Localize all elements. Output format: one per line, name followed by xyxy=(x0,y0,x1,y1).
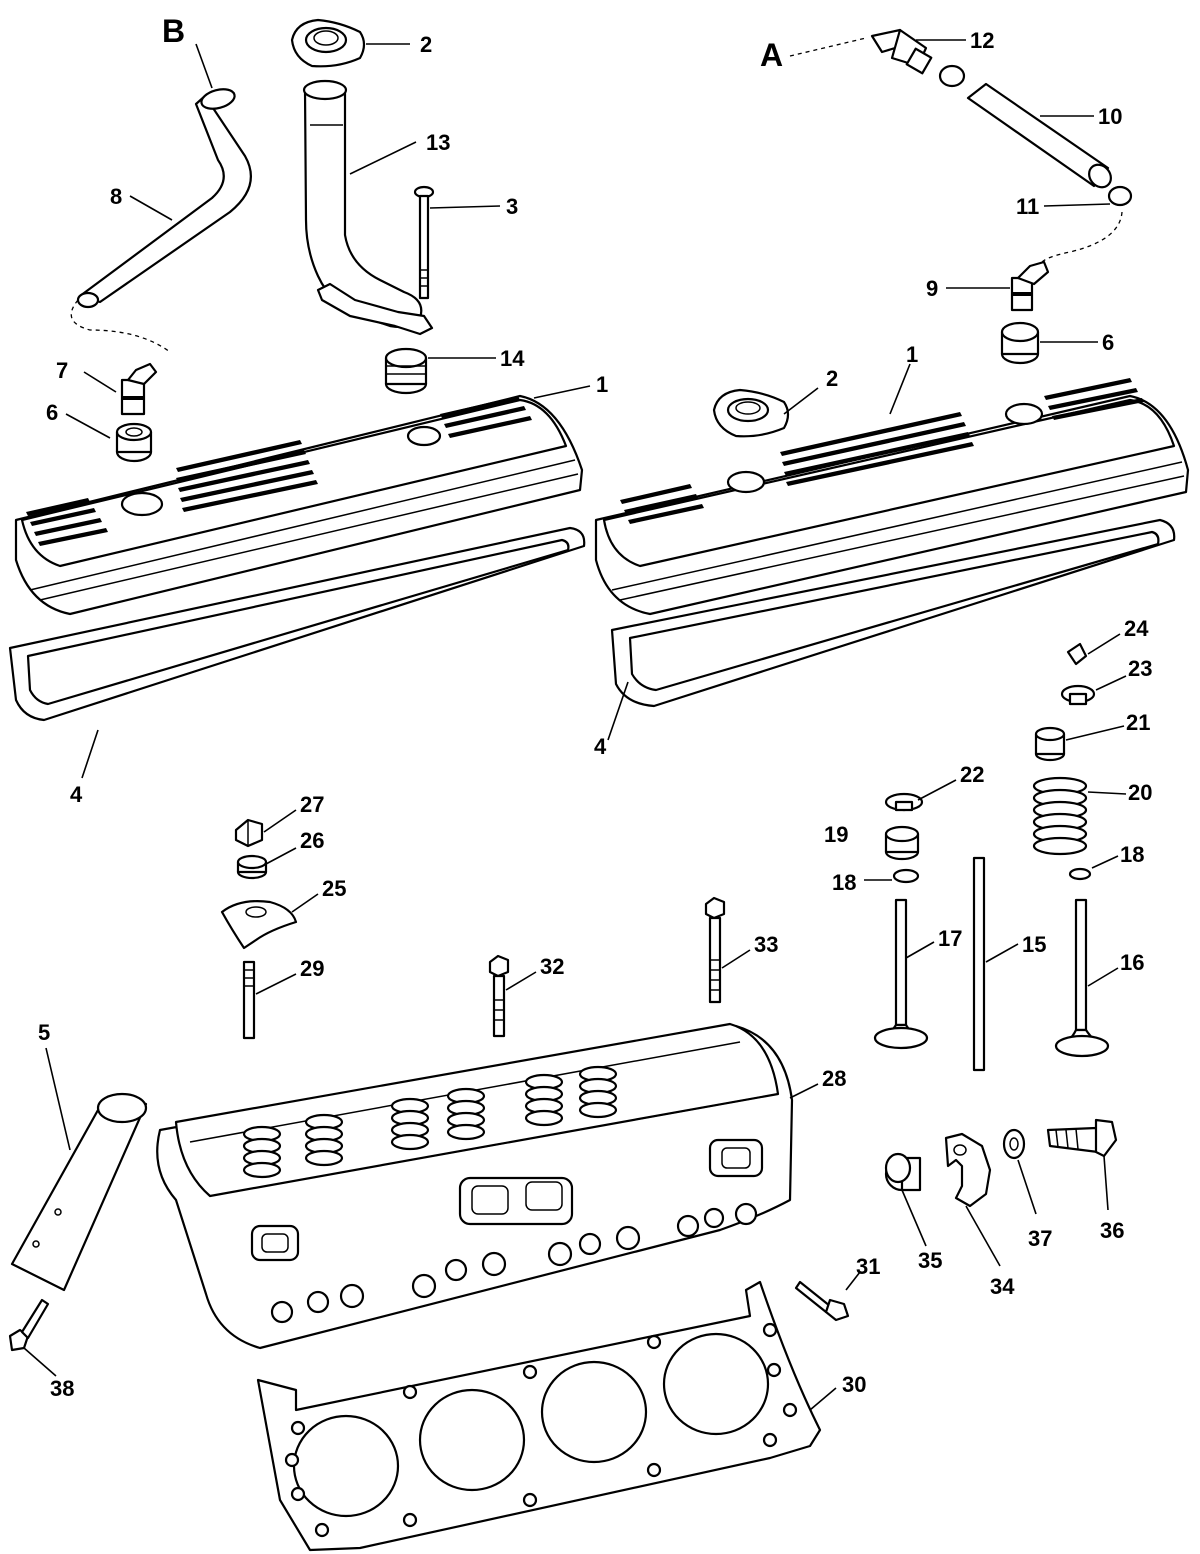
callout-11: 11 xyxy=(1016,194,1039,219)
tube-5 xyxy=(10,1092,148,1292)
callout-30: 30 xyxy=(842,1372,866,1397)
callout-6-left: 6 xyxy=(46,400,58,425)
callout-18-left: 18 xyxy=(832,870,856,895)
callout-labels: B A 2 13 8 3 14 7 6 1 4 12 10 11 9 6 2 1… xyxy=(38,13,1152,1401)
callout-2-right: 2 xyxy=(826,366,838,391)
callout-2-top: 2 xyxy=(420,32,432,57)
bolt-36 xyxy=(1046,1118,1118,1158)
callout-1-right: 1 xyxy=(906,342,918,367)
bolt-3 xyxy=(413,185,435,300)
grommet-6-left xyxy=(115,422,153,463)
rocker-ball-26 xyxy=(236,854,268,880)
valve-springs-installed xyxy=(242,1065,618,1179)
hose-routing-dashed-line-right xyxy=(1039,211,1123,267)
clamp-bracket-34 xyxy=(944,1132,992,1208)
rocker-nut-27 xyxy=(234,818,264,848)
head-gasket-30 xyxy=(256,1280,822,1552)
callout-15: 15 xyxy=(1022,932,1046,957)
view-label-a: A xyxy=(760,37,783,73)
pushrod-15 xyxy=(972,856,986,1072)
callout-21: 21 xyxy=(1126,710,1150,735)
valve-rotator-cap-23 xyxy=(1060,684,1096,706)
valve-rotator-cap-22 xyxy=(884,792,924,812)
callout-27: 27 xyxy=(300,792,324,817)
shim-18-right xyxy=(1068,867,1092,881)
valve-lock-24 xyxy=(1066,642,1088,666)
callout-14: 14 xyxy=(500,346,525,371)
callout-31: 31 xyxy=(856,1254,880,1279)
callout-37: 37 xyxy=(1028,1226,1052,1251)
bolt-31 xyxy=(794,1280,850,1322)
callout-6-right: 6 xyxy=(1102,330,1114,355)
valve-cover-gasket-4-left xyxy=(8,526,586,722)
callout-23: 23 xyxy=(1128,656,1152,681)
washer-37 xyxy=(1002,1128,1026,1160)
callout-4-right: 4 xyxy=(594,734,607,759)
spacer-35 xyxy=(884,1152,922,1192)
valve-cover-1-right xyxy=(594,378,1190,616)
hose-clamp-11-upper xyxy=(938,64,966,88)
callout-4-left: 4 xyxy=(70,782,83,807)
pcv-hose-10 xyxy=(966,82,1112,189)
valve-spring-20 xyxy=(1032,776,1088,856)
head-bolt-bosses xyxy=(270,1202,758,1324)
grommet-6-right xyxy=(1000,321,1040,365)
oil-fill-tube-13 xyxy=(302,79,434,336)
cover-cooling-ribs-left xyxy=(26,396,532,546)
hose-clamp-11 xyxy=(1107,185,1133,207)
grommet-14 xyxy=(384,347,428,395)
valve-cover-1-left xyxy=(14,394,584,616)
callout-34: 34 xyxy=(990,1274,1015,1299)
callout-36: 36 xyxy=(1100,1218,1124,1243)
callout-29: 29 xyxy=(300,956,324,981)
shim-18-left xyxy=(892,868,920,884)
callout-33: 33 xyxy=(754,932,778,957)
callout-13: 13 xyxy=(426,130,450,155)
bolt-38 xyxy=(8,1298,50,1352)
callout-35: 35 xyxy=(918,1248,942,1273)
callout-38: 38 xyxy=(50,1376,74,1401)
view-label-b: B xyxy=(162,13,185,49)
hose-routing-dashed-line-left xyxy=(70,299,171,353)
hose-nipple-12 xyxy=(870,28,933,75)
valve-seal-19 xyxy=(884,825,920,861)
callout-22: 22 xyxy=(960,762,984,787)
valve-cover-gasket-4-right xyxy=(610,518,1176,708)
callout-5: 5 xyxy=(38,1020,50,1045)
valve-seal-21 xyxy=(1034,726,1066,762)
callout-20: 20 xyxy=(1128,780,1152,805)
cover-cooling-ribs-right xyxy=(620,378,1144,524)
callout-18-right: 18 xyxy=(1120,842,1144,867)
leader-lines xyxy=(23,37,1127,1411)
callout-32: 32 xyxy=(540,954,564,979)
rocker-arm-25 xyxy=(220,900,298,950)
callout-7: 7 xyxy=(56,358,68,383)
callout-10: 10 xyxy=(1098,104,1122,129)
pcv-fitting-9 xyxy=(1010,260,1050,312)
callout-26: 26 xyxy=(300,828,324,853)
oil-fill-cap-2 xyxy=(290,18,366,68)
callout-24: 24 xyxy=(1124,616,1149,641)
oil-fill-cap-2-right xyxy=(712,388,790,438)
callout-17: 17 xyxy=(938,926,962,951)
callout-1-left: 1 xyxy=(596,372,608,397)
bolt-32 xyxy=(488,954,510,1038)
callout-8: 8 xyxy=(110,184,122,209)
gasket-bolt-holes xyxy=(284,1322,798,1538)
rocker-stud-29 xyxy=(242,960,256,1040)
callout-3: 3 xyxy=(506,194,518,219)
cylinder-head-28 xyxy=(156,1022,794,1350)
breather-hose-8 xyxy=(76,88,252,309)
callout-12: 12 xyxy=(970,28,994,53)
callout-16: 16 xyxy=(1120,950,1144,975)
callout-9: 9 xyxy=(926,276,938,301)
pcv-valve-7 xyxy=(120,362,158,416)
bolt-33 xyxy=(704,896,726,1004)
callout-28: 28 xyxy=(822,1066,846,1091)
intake-valve-17 xyxy=(873,898,929,1050)
callout-25: 25 xyxy=(322,876,346,901)
exhaust-valve-16 xyxy=(1054,898,1110,1058)
callout-19: 19 xyxy=(824,822,848,847)
